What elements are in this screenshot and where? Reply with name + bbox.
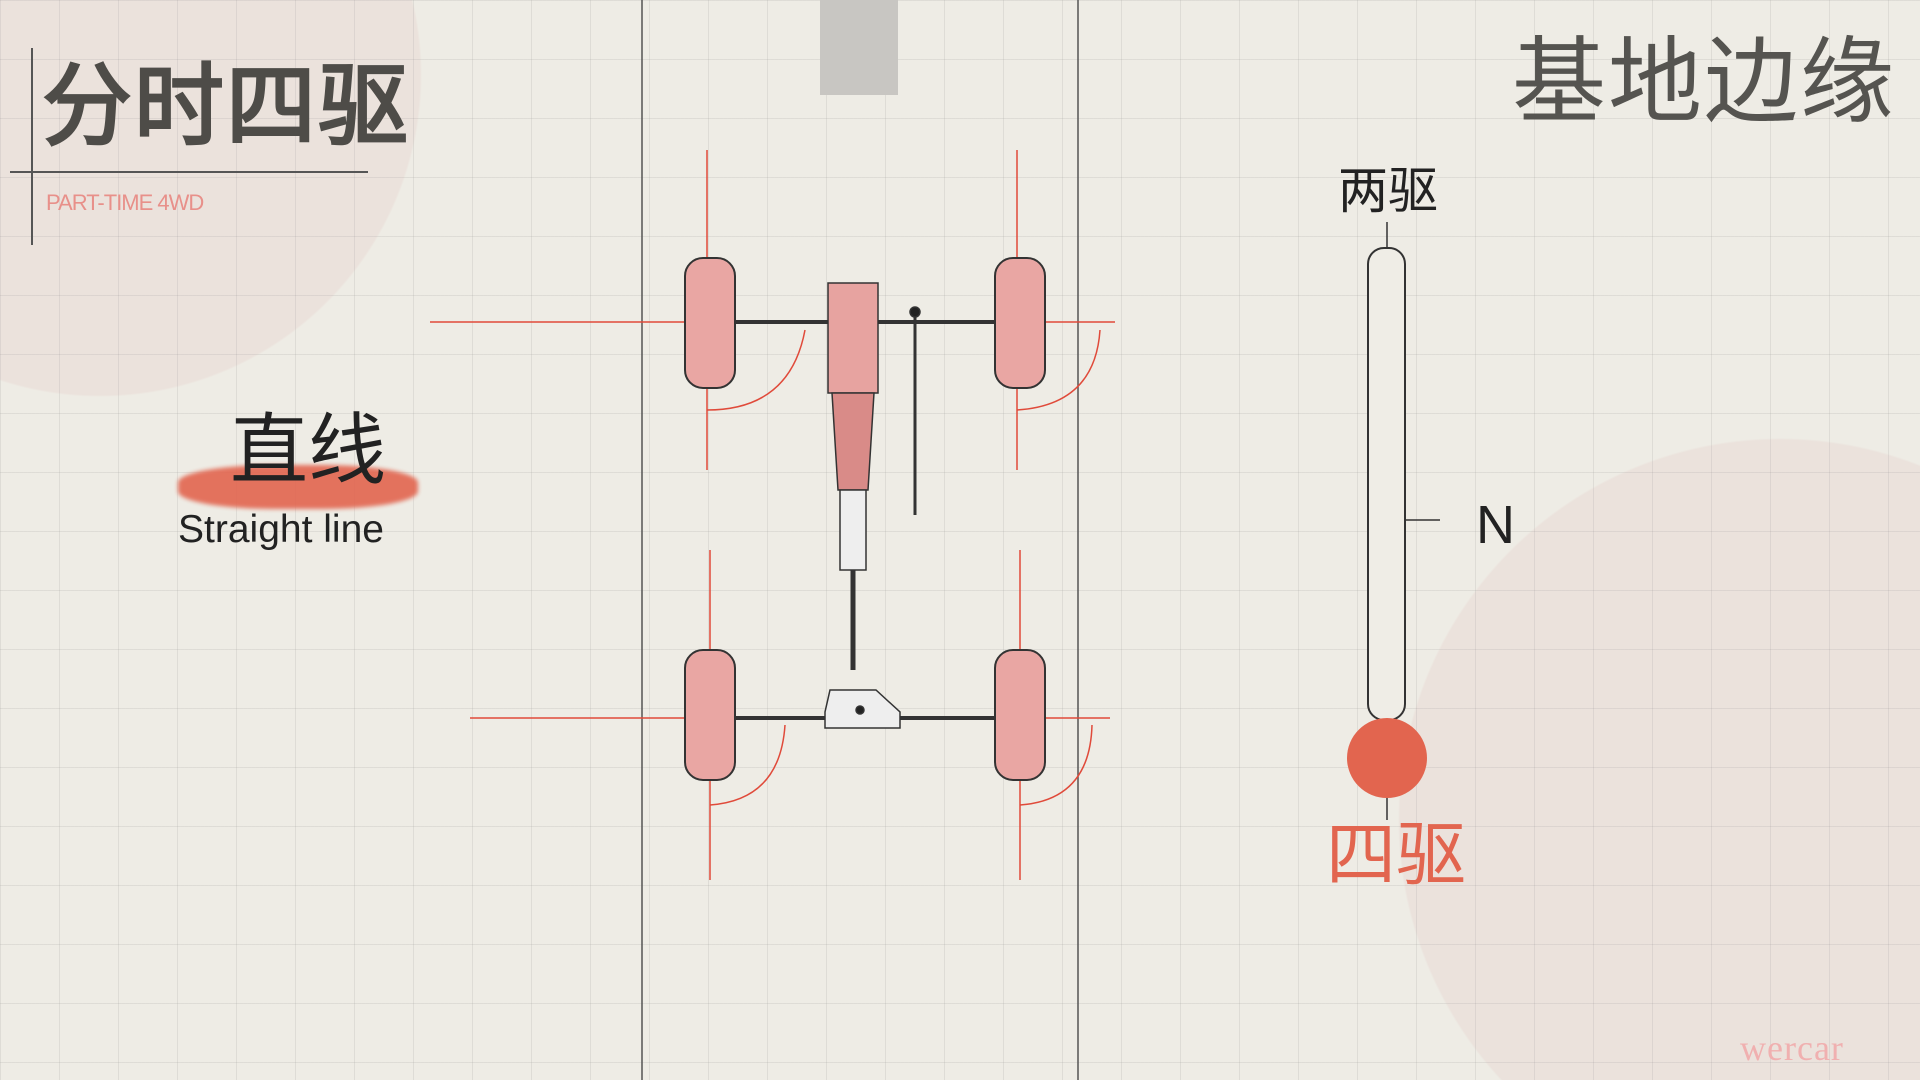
gearbox — [831, 392, 875, 491]
brush-highlight — [178, 465, 418, 509]
mode-label-cn: 直线 — [230, 406, 387, 496]
wheel-rear-right — [994, 649, 1046, 781]
mode-label-en: Straight line — [178, 508, 384, 551]
shifter-label-4wd: 四驱 — [1326, 814, 1466, 896]
wheel-front-right — [994, 257, 1046, 389]
brand-title: 基地边缘 — [1512, 28, 1897, 137]
wheel-rear-left — [684, 649, 736, 781]
shifter-knob — [1347, 718, 1427, 798]
chassis — [735, 282, 995, 729]
page-subtitle: PART-TIME 4WD — [46, 190, 204, 215]
shifter-label-neutral: N — [1476, 495, 1515, 555]
road-center-mark — [820, 0, 898, 95]
page-title: 分时四驱 — [42, 54, 410, 159]
engine — [827, 282, 879, 394]
watermark: wercar — [1740, 1028, 1844, 1068]
shifter-track — [1367, 247, 1406, 721]
shifter-label-2wd: 两驱 — [1338, 162, 1438, 220]
wheel-front-left — [684, 257, 736, 389]
wheels — [684, 257, 1046, 781]
transfer-case — [839, 489, 867, 571]
